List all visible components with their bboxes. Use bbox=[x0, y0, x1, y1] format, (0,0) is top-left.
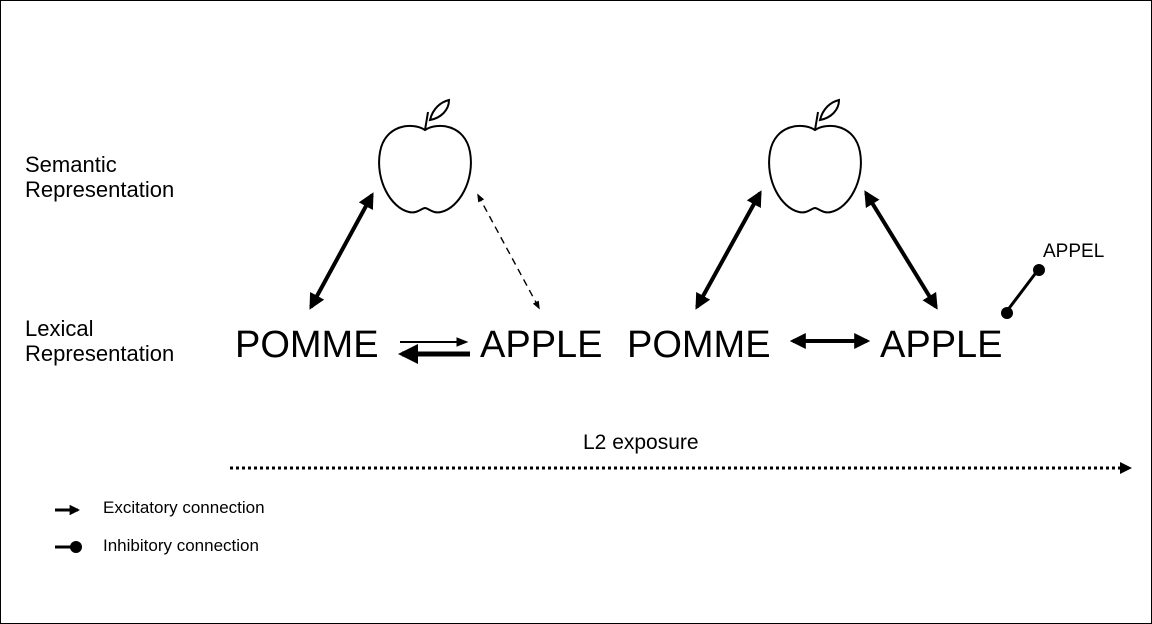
apple-icon bbox=[768, 98, 862, 214]
semantic-label-line2: Representation bbox=[25, 177, 175, 203]
inhibitory-connection-appel bbox=[1001, 264, 1045, 319]
timeline-label: L2 exposure bbox=[583, 431, 699, 454]
legend-excitatory-label: Excitatory connection bbox=[103, 498, 265, 517]
right-semantic-apple-connection bbox=[864, 190, 938, 310]
right-semantic-pomme-connection bbox=[695, 190, 762, 310]
competitor-word-appel: APPEL bbox=[1043, 241, 1105, 262]
legend-inhibitory-label: Inhibitory connection bbox=[103, 536, 259, 555]
timeline-arrowhead bbox=[1120, 462, 1132, 474]
legend-inhibitory-icon bbox=[55, 541, 82, 553]
apple-icon bbox=[378, 98, 472, 214]
right-word-apple: APPLE bbox=[880, 324, 1003, 366]
lexical-label-line2: Representation bbox=[25, 341, 175, 367]
semantic-label-line1: Semantic bbox=[25, 152, 117, 177]
left-semantic-apple-connection-weak bbox=[477, 193, 540, 310]
left-word-pomme: POMME bbox=[235, 324, 379, 366]
left-semantic-pomme-connection bbox=[309, 192, 374, 310]
lexical-label-line1: Lexical bbox=[25, 316, 94, 341]
right-word-pomme: POMME bbox=[627, 324, 771, 366]
semantic-row-label: Semantic Representation bbox=[25, 152, 174, 203]
left-word-apple: APPLE bbox=[480, 324, 603, 366]
lexical-row-label: Lexical Representation bbox=[25, 316, 174, 367]
